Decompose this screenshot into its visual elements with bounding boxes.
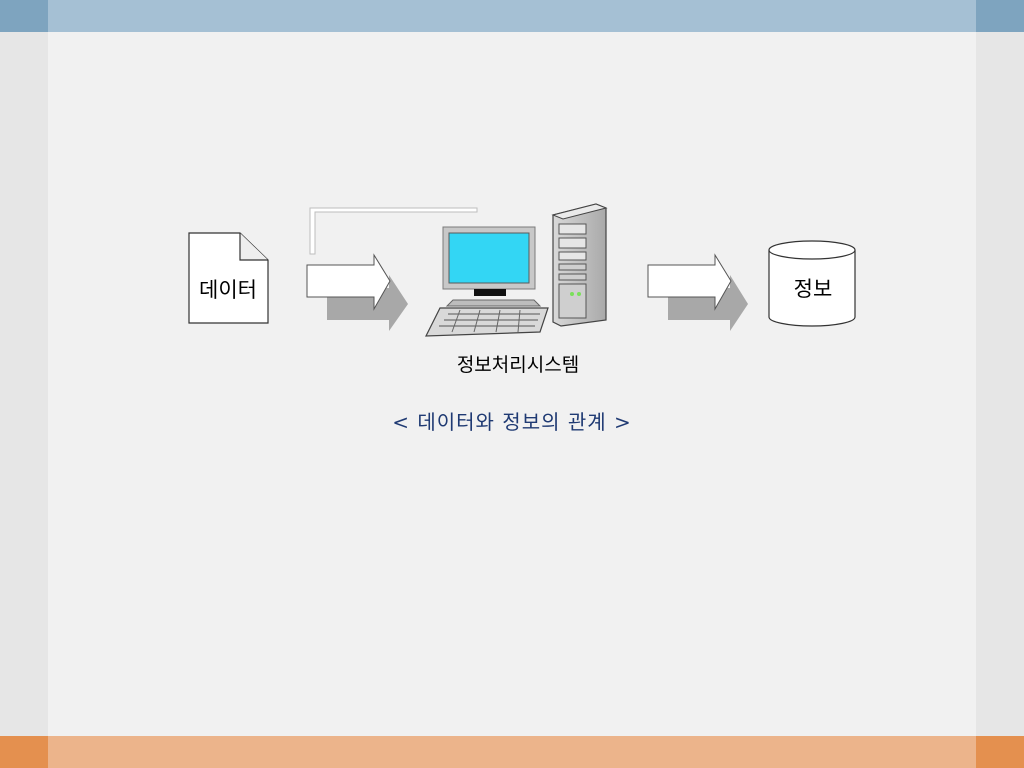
arrow-left <box>306 253 391 311</box>
right-margin <box>976 32 1024 736</box>
bottom-bar-right-cap <box>976 736 1024 768</box>
slide-content: 데이터 정보 정보처리시스템 < 데이터와 정보의 관계 > <box>48 32 976 736</box>
info-node-label: 정보 <box>793 277 833 301</box>
database-cylinder-top <box>768 240 856 260</box>
data-info-diagram <box>188 203 856 337</box>
bracket-line <box>309 207 478 255</box>
computer-monitor <box>442 226 542 307</box>
database-cylinder <box>768 250 856 327</box>
computer-tower <box>551 203 608 327</box>
system-node-label: 정보처리시스템 <box>456 354 580 376</box>
bottom-accent-bar <box>0 736 1024 768</box>
diagram-caption: < 데이터와 정보의 관계 > <box>392 410 632 434</box>
bottom-bar-left-cap <box>0 736 48 768</box>
left-margin <box>0 32 48 736</box>
arrow-right <box>647 253 732 311</box>
top-bar-left-cap <box>0 0 48 32</box>
data-node-label: 데이터 <box>199 278 257 302</box>
computer-keyboard <box>425 307 549 337</box>
top-accent-bar <box>0 0 1024 32</box>
document-fold <box>239 233 268 261</box>
top-bar-right-cap <box>976 0 1024 32</box>
